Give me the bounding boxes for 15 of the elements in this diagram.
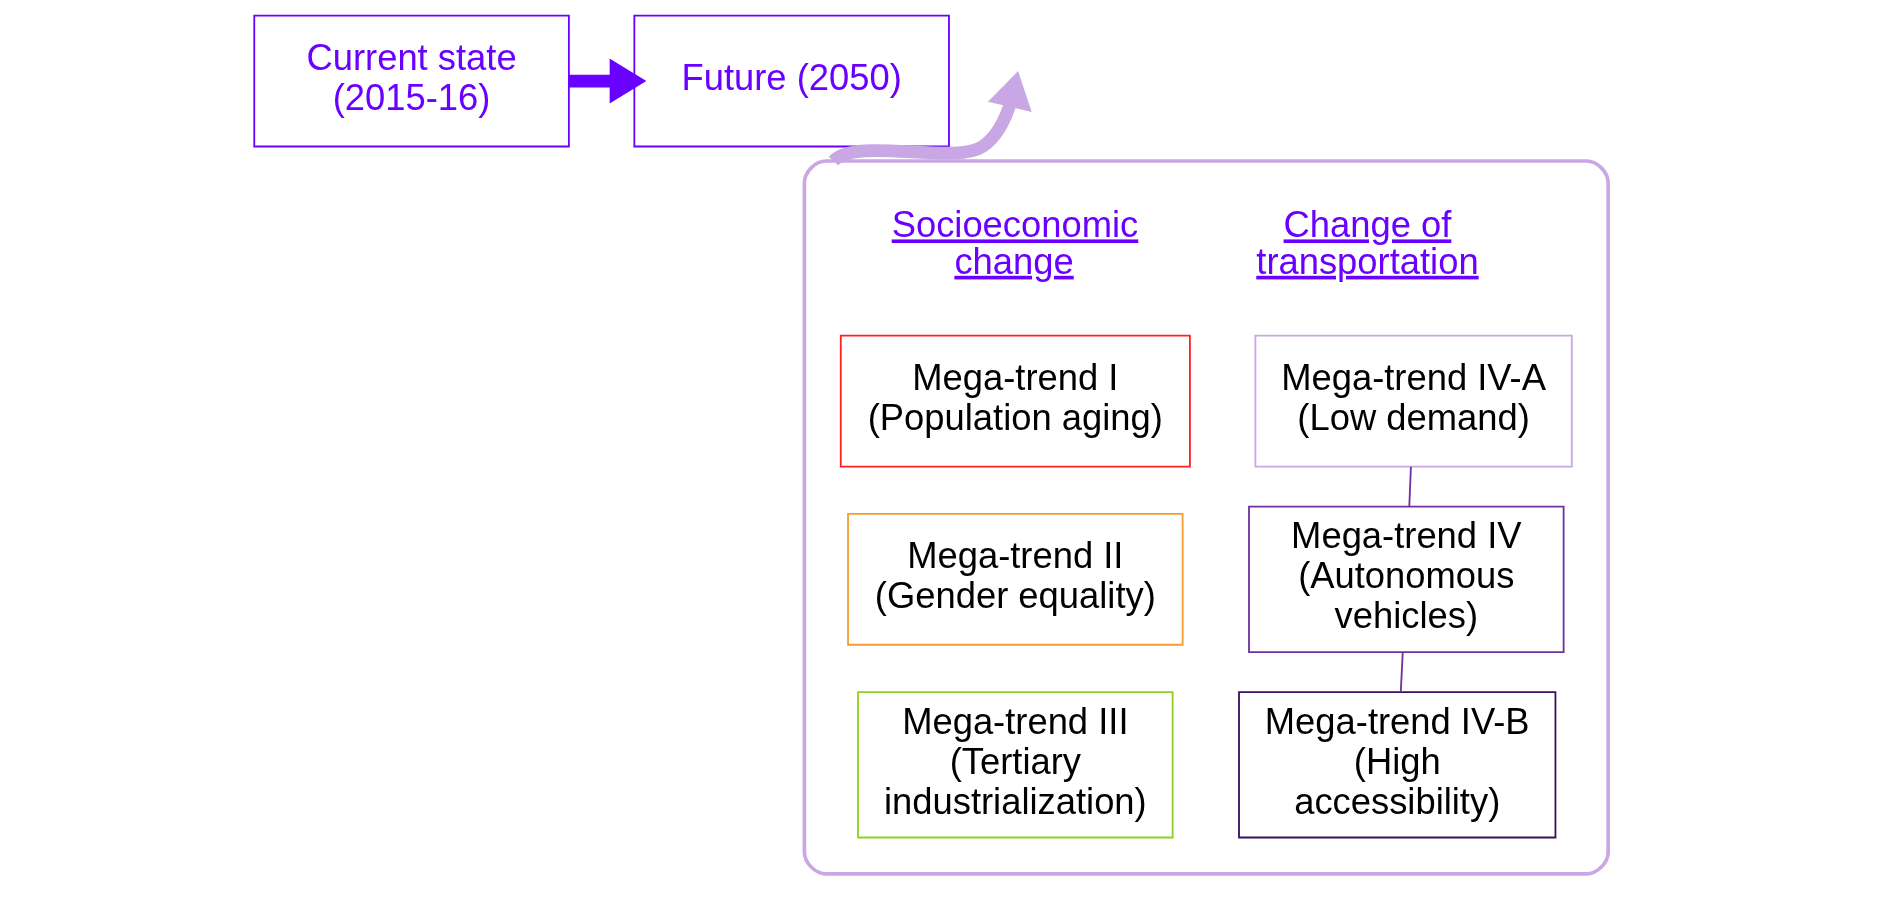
connector (1399, 651, 1404, 693)
arrow (568, 58, 647, 104)
node-box: Future (2050) (633, 14, 950, 148)
node-box: Current state (2015-16) (253, 14, 570, 148)
arrow (829, 71, 1032, 167)
label: Socioeconomic change (891, 204, 1139, 282)
connector (1408, 466, 1412, 508)
node-box: Mega-trend IV-A (Low demand) (1254, 334, 1573, 468)
cluster (802, 159, 1610, 876)
node-box: Mega-trend IV (Autonomous vehicles) (1248, 505, 1565, 653)
node-box: Mega-trend IV-B (High accessibility) (1238, 691, 1557, 839)
node-box: Mega-trend III (Tertiary industrialization) (857, 691, 1174, 839)
node-box: Mega-trend I (Population aging) (839, 334, 1191, 468)
node-box: Mega-trend II (Gender equality) (847, 512, 1184, 646)
label: Change of transportation (1256, 204, 1479, 282)
